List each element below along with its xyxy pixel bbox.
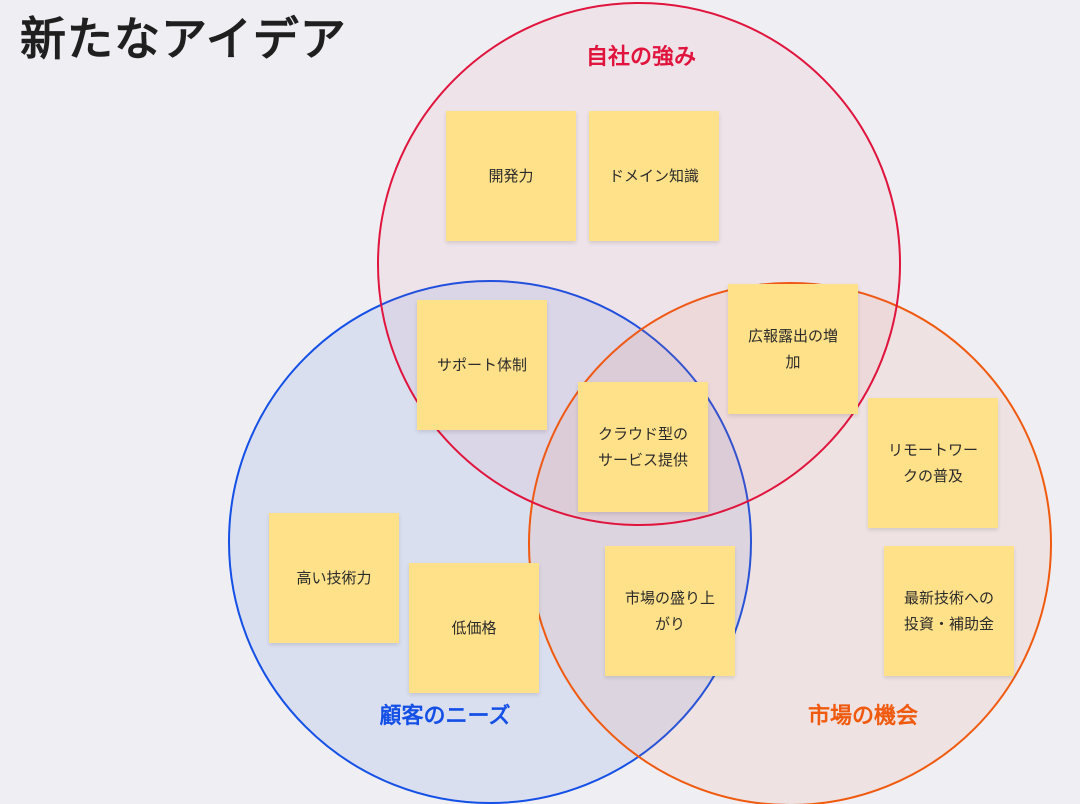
sticky-text: リモートワークの普及 [887,440,978,485]
sticky-text: 最新技術への投資・補助金 [903,588,994,633]
sticky-text: 広報露出の増加 [747,326,838,371]
strength-label: 自社の強み [585,45,697,70]
sticky-note-cloud-service[interactable]: クラウド型のサービス提供 [578,382,708,512]
sticky-note-domain-knowledge[interactable]: ドメイン知識 [589,111,719,241]
sticky-text: 高い技術力 [296,568,372,587]
sticky-note-support[interactable]: サポート体制 [417,300,547,430]
sticky-note-subsidy[interactable]: 最新技術への投資・補助金 [884,546,1014,676]
sticky-text: ドメイン知識 [608,166,699,185]
sticky-note-market-boom[interactable]: 市場の盛り上がり [605,546,735,676]
sticky-text: 低価格 [451,618,497,637]
page-title: 新たなアイデア [20,12,347,66]
sticky-note-high-tech[interactable]: 高い技術力 [269,513,399,643]
sticky-text: サポート体制 [436,355,527,374]
sticky-note-pr-exposure[interactable]: 広報露出の増加 [728,284,858,414]
sticky-note-remote-work[interactable]: リモートワークの普及 [868,398,998,528]
sticky-note-development[interactable]: 開発力 [446,111,576,241]
market-label: 市場の機会 [807,704,919,729]
sticky-text: 開発力 [488,166,534,185]
sticky-note-low-price[interactable]: 低価格 [409,563,539,693]
sticky-text: クラウド型のサービス提供 [597,424,688,469]
sticky-text: 市場の盛り上がり [624,588,715,633]
needs-label: 顧客のニーズ [379,704,511,729]
